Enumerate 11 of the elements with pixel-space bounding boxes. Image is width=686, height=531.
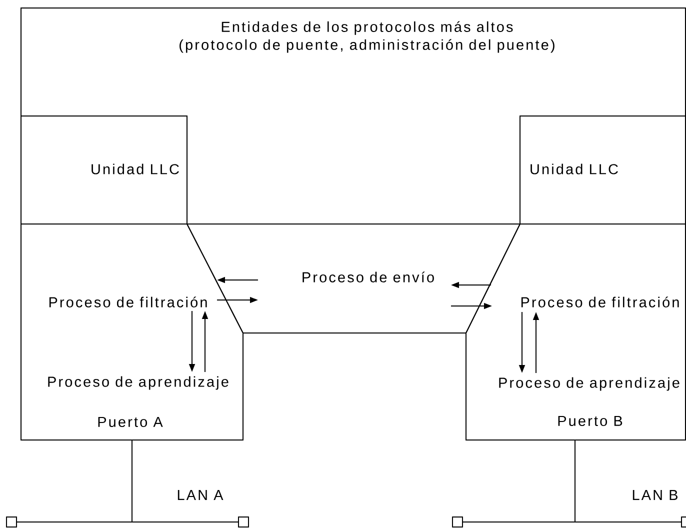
connector-line [574, 440, 576, 522]
process-label: Proceso de aprendizaje [48, 376, 228, 390]
lan-label: LAN A [178, 490, 224, 500]
llc-unit-box: Unidad LLC [520, 116, 686, 224]
llc-unit-box: Unidad LLC [20, 116, 188, 224]
lan-bus-line [6, 516, 249, 528]
lan-bus-line [452, 516, 686, 528]
process-label: Proceso de filtración [49, 296, 207, 308]
process-label: Proceso de filtración [521, 296, 679, 308]
process-label: Proceso de aprendizaje [499, 377, 680, 391]
lan-label: LAN B [632, 490, 678, 500]
